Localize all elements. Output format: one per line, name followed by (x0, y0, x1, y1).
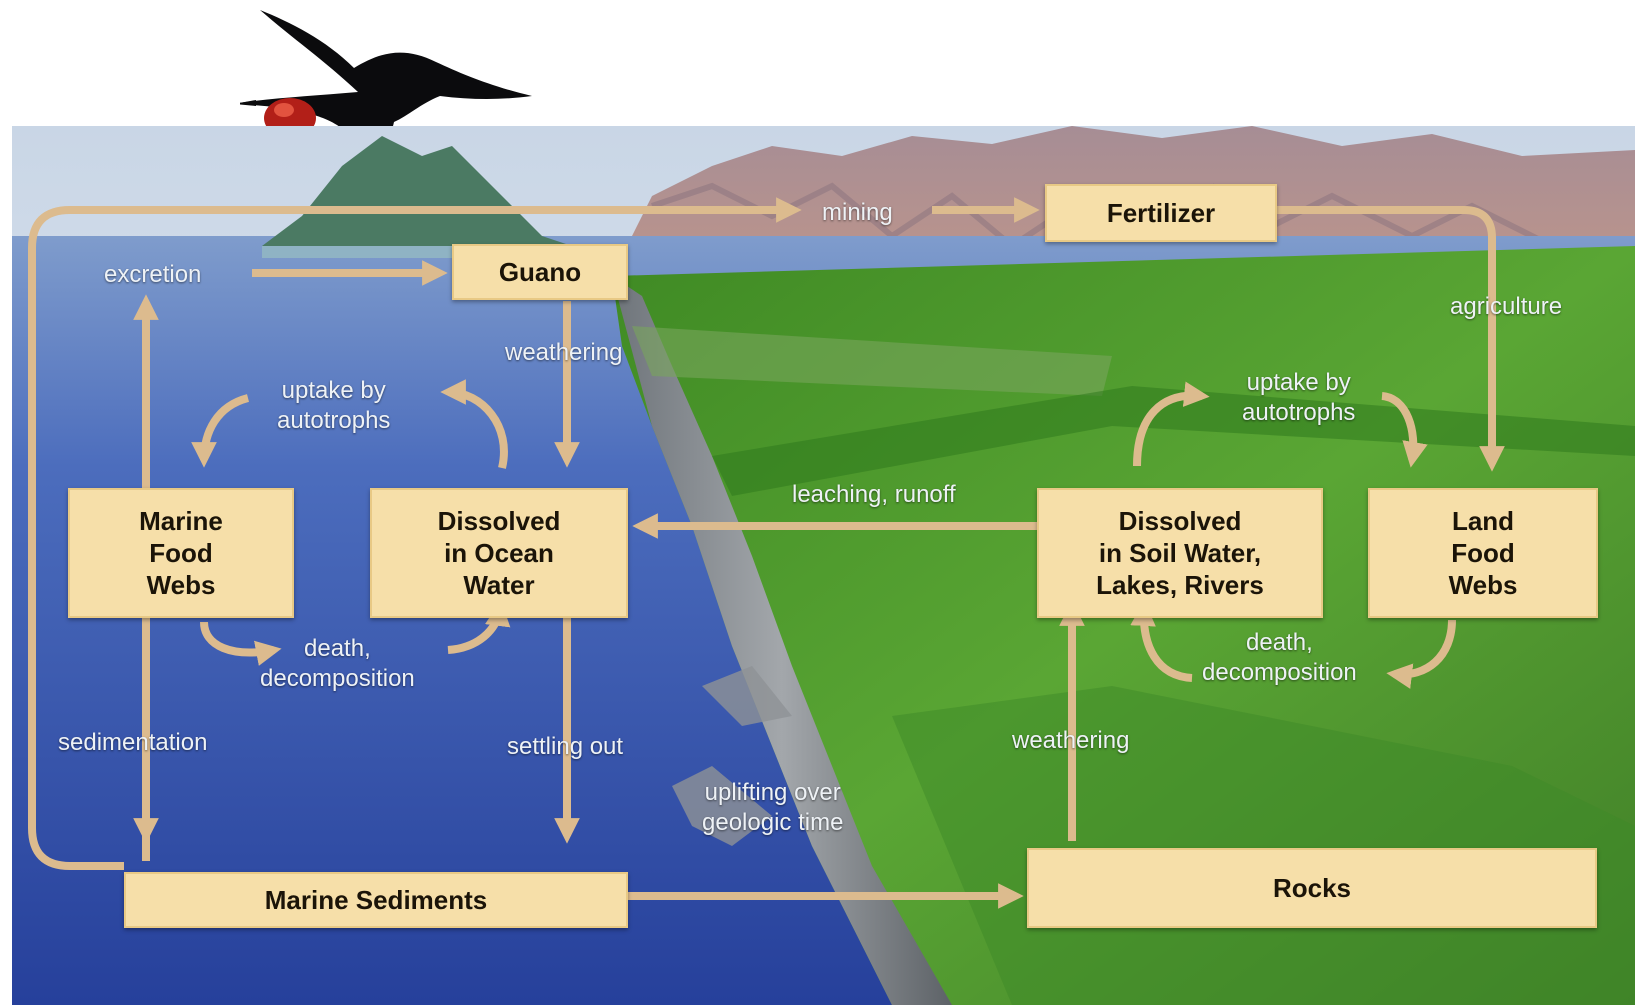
weathering-guano-label: weathering (505, 339, 623, 366)
death-land-right-arrow (1386, 619, 1456, 689)
death-marine-left-arrow (200, 621, 282, 666)
settling-out-label: settling out (507, 733, 624, 760)
leaching-label: leaching, runoff (792, 481, 956, 508)
guano-box: Guano (452, 244, 628, 300)
death-land-left-arrow (1130, 600, 1193, 682)
dissolved-soil-label: Dissolved in Soil Water, Lakes, Rivers (1096, 506, 1264, 600)
uptake-land-label: uptake by autotrophs (1242, 369, 1356, 426)
marine-sediments-box: Marine Sediments (124, 872, 628, 928)
uptake-marine-left-arrow (191, 394, 250, 468)
mining-label: mining (822, 199, 893, 226)
fertilizer-box: Fertilizer (1045, 184, 1277, 242)
land-food-webs-label: Land Food Webs (1448, 506, 1518, 600)
uptake-marine-label: uptake by autotrophs (277, 377, 391, 434)
death-land-label: death, decomposition (1202, 629, 1357, 686)
uplifting-label: uplifting over geologic time (702, 779, 844, 836)
marine-food-webs-label: Marine Food Webs (139, 506, 223, 600)
agriculture-label: agriculture (1450, 293, 1563, 320)
fertilizer-label: Fertilizer (1106, 198, 1216, 228)
dissolved-soil-box: Dissolved in Soil Water, Lakes, Rivers (1037, 488, 1323, 618)
guano-label: Guano (498, 257, 582, 287)
rocks-box: Rocks (1027, 848, 1597, 928)
dissolved-ocean-box: Dissolved in Ocean Water (370, 488, 628, 618)
flow-arrows (28, 197, 1505, 909)
land-food-webs-box: Land Food Webs (1368, 488, 1598, 618)
marine-sediments-label: Marine Sediments (264, 885, 488, 915)
phosphorus-cycle-scene: Fertilizer Guano Marine Food Webs Dissol… (12, 126, 1635, 1005)
dissolved-ocean-label: Dissolved in Ocean Water (437, 506, 561, 600)
uptake-land-right-arrow (1381, 392, 1428, 468)
weathering-rocks-label: weathering (1012, 727, 1130, 754)
mining-flow-arrow (28, 197, 802, 870)
death-marine-label: death, decomposition (260, 635, 415, 692)
rocks-label: Rocks (1272, 873, 1352, 903)
uptake-marine-right-arrow (440, 379, 508, 469)
excretion-label: excretion (104, 261, 202, 288)
marine-food-webs-box: Marine Food Webs (68, 488, 294, 618)
uptake-land-left-arrow (1133, 381, 1210, 467)
sedimentation-label: sedimentation (58, 729, 208, 756)
agriculture-flow-arrow (1277, 206, 1505, 472)
